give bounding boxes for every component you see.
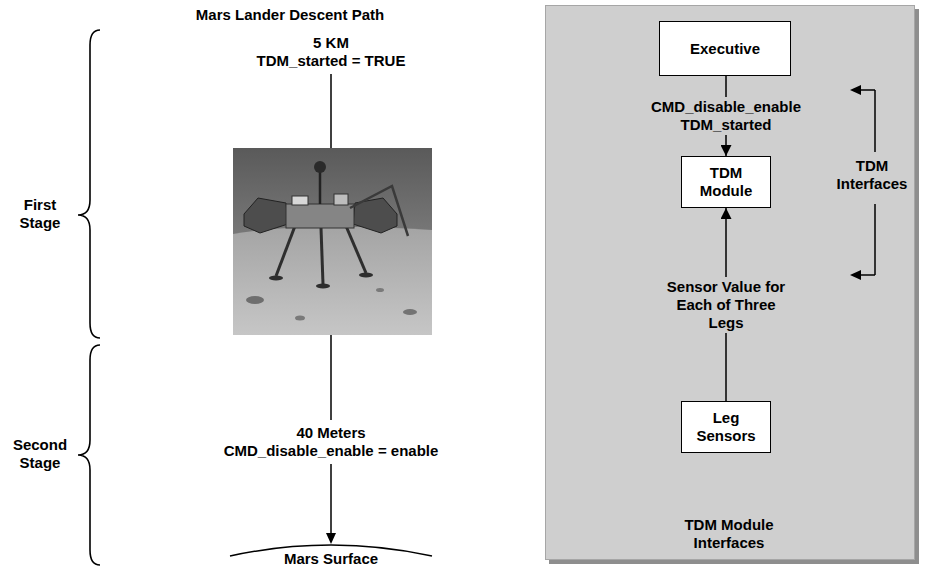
instrument <box>334 194 348 205</box>
lander-leg <box>321 228 323 284</box>
process-box: Executive <box>659 21 791 76</box>
box-label: Leg Sensors <box>689 409 763 445</box>
lander-photo <box>233 148 432 335</box>
photo-sky <box>233 148 432 335</box>
bracket-line <box>860 89 875 91</box>
rock <box>246 296 264 304</box>
box-label: TDM Module <box>689 164 763 200</box>
signal-label: CMD_disable_enable TDM_started <box>644 97 809 135</box>
process-box: TDM Module <box>681 156 771 208</box>
descent-line <box>330 464 332 534</box>
connector-arrow <box>725 208 727 401</box>
bracket-line <box>874 204 876 275</box>
descent-line <box>330 74 332 148</box>
camera-head <box>314 161 326 173</box>
photo-ground <box>233 227 432 335</box>
solar-panel <box>244 198 288 233</box>
box-label: Executive <box>690 40 760 58</box>
robotic-arm <box>350 186 408 236</box>
connector-arrow <box>725 76 727 156</box>
descent-arrowhead <box>326 533 336 544</box>
altitude-note: TDM_started = TRUE <box>257 52 406 70</box>
stage-label: TDM Interfaces <box>827 157 917 193</box>
signal-label: Sensor Value for Each of Three Legs <box>660 277 792 333</box>
footpad <box>269 276 283 281</box>
altitude-note: 40 Meters <box>296 424 365 442</box>
bracket-arrowhead <box>850 85 861 95</box>
altitude-note: CMD_disable_enable = enable <box>224 442 439 460</box>
altitude-note: 5 KM <box>313 34 349 52</box>
process-box: Leg Sensors <box>681 401 771 453</box>
bracket-line <box>874 90 876 152</box>
stage-brace <box>78 30 100 338</box>
stage-label: First Stage <box>14 196 66 232</box>
stage-brace <box>78 345 100 565</box>
rock <box>295 316 305 321</box>
surface-curve <box>230 545 432 556</box>
interface-panel: ExecutiveTDM ModuleLeg SensorsTDM Module… <box>545 5 915 560</box>
camera-mast <box>319 170 322 204</box>
stage-label: Second Stage <box>7 436 73 472</box>
lander-leg <box>276 226 295 276</box>
footpad <box>359 273 373 278</box>
lander-leg <box>346 226 366 273</box>
panel-caption: TDM Module Interfaces <box>674 516 784 552</box>
lander-deck <box>286 204 354 228</box>
instrument <box>292 196 308 205</box>
rock <box>376 288 384 292</box>
footpad <box>316 284 330 289</box>
bracket-line <box>860 274 875 276</box>
descent-line <box>330 335 332 420</box>
rock <box>403 309 417 315</box>
diagram-title: Mars Lander Descent Path <box>196 6 384 24</box>
solar-panel <box>353 198 397 233</box>
bracket-arrowhead <box>850 270 861 280</box>
altitude-note: Mars Surface <box>284 550 378 568</box>
